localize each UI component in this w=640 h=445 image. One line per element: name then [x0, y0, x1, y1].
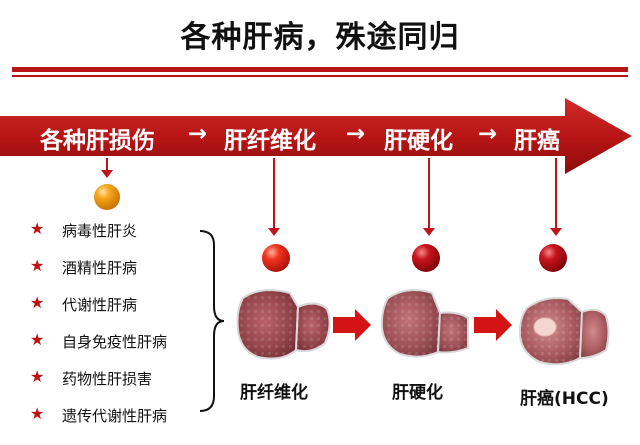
- dark-red-ball-cancer: [539, 244, 567, 272]
- liver-cirrhosis-image: [380, 288, 469, 358]
- progress-arrow-2: [474, 309, 512, 341]
- red-ball: [262, 244, 290, 272]
- list-item: ★ 代谢性肝病: [30, 293, 230, 317]
- list-item: ★ 病毒性肝炎: [30, 219, 230, 243]
- flow-arrow-symbol-1: →: [188, 121, 208, 147]
- caption-fibrosis: 肝纤维化: [240, 383, 308, 403]
- star-icon: ★: [30, 367, 45, 386]
- flow-arrow-labels: 各种肝损伤 → 肝纤维化 → 肝硬化 → 肝癌: [0, 117, 640, 155]
- cause-label: 药物性肝损害: [62, 370, 153, 388]
- flow-arrow-symbol-2: →: [346, 121, 366, 147]
- title-divider-thin: [12, 75, 628, 77]
- stage-label-cancer: 肝癌: [514, 128, 560, 154]
- caption-cirrhosis: 肝硬化: [392, 383, 443, 403]
- stage-label-fibrosis: 肝纤维化: [224, 128, 316, 154]
- stage-label-injury: 各种肝损伤: [40, 128, 155, 154]
- title-divider-thick: [12, 67, 628, 72]
- liver-fibrosis-image: [236, 288, 331, 360]
- star-icon: ★: [30, 404, 45, 423]
- liver-cancer-image: [518, 297, 610, 366]
- dark-red-ball-cirrhosis: [412, 244, 440, 272]
- flow-arrow-band: [0, 98, 632, 174]
- list-item: ★ 自身免疫性肝病: [30, 330, 230, 354]
- list-item: ★ 药物性肝损害: [30, 367, 230, 391]
- brace: [199, 230, 225, 412]
- page-title: 各种肝病，殊途同归: [180, 20, 460, 55]
- list-item: ★ 酒精性肝病: [30, 256, 230, 280]
- flow-arrow-symbol-3: →: [478, 121, 498, 147]
- orange-ball: [94, 184, 120, 210]
- cause-label: 遗传代谢性肝病: [62, 407, 168, 425]
- progress-arrow-1: [333, 309, 371, 341]
- star-icon: ★: [30, 256, 45, 275]
- caption-cancer: 肝癌(HCC): [520, 389, 609, 409]
- star-icon: ★: [30, 293, 45, 312]
- cause-label: 自身免疫性肝病: [62, 333, 168, 351]
- star-icon: ★: [30, 330, 45, 349]
- cause-label: 酒精性肝病: [62, 259, 138, 277]
- stage-label-cirrhosis: 肝硬化: [384, 128, 453, 154]
- list-item: ★ 遗传代谢性肝病: [30, 404, 230, 428]
- cause-label: 病毒性肝炎: [62, 222, 138, 240]
- star-icon: ★: [30, 219, 45, 238]
- cause-label: 代谢性肝病: [62, 296, 138, 314]
